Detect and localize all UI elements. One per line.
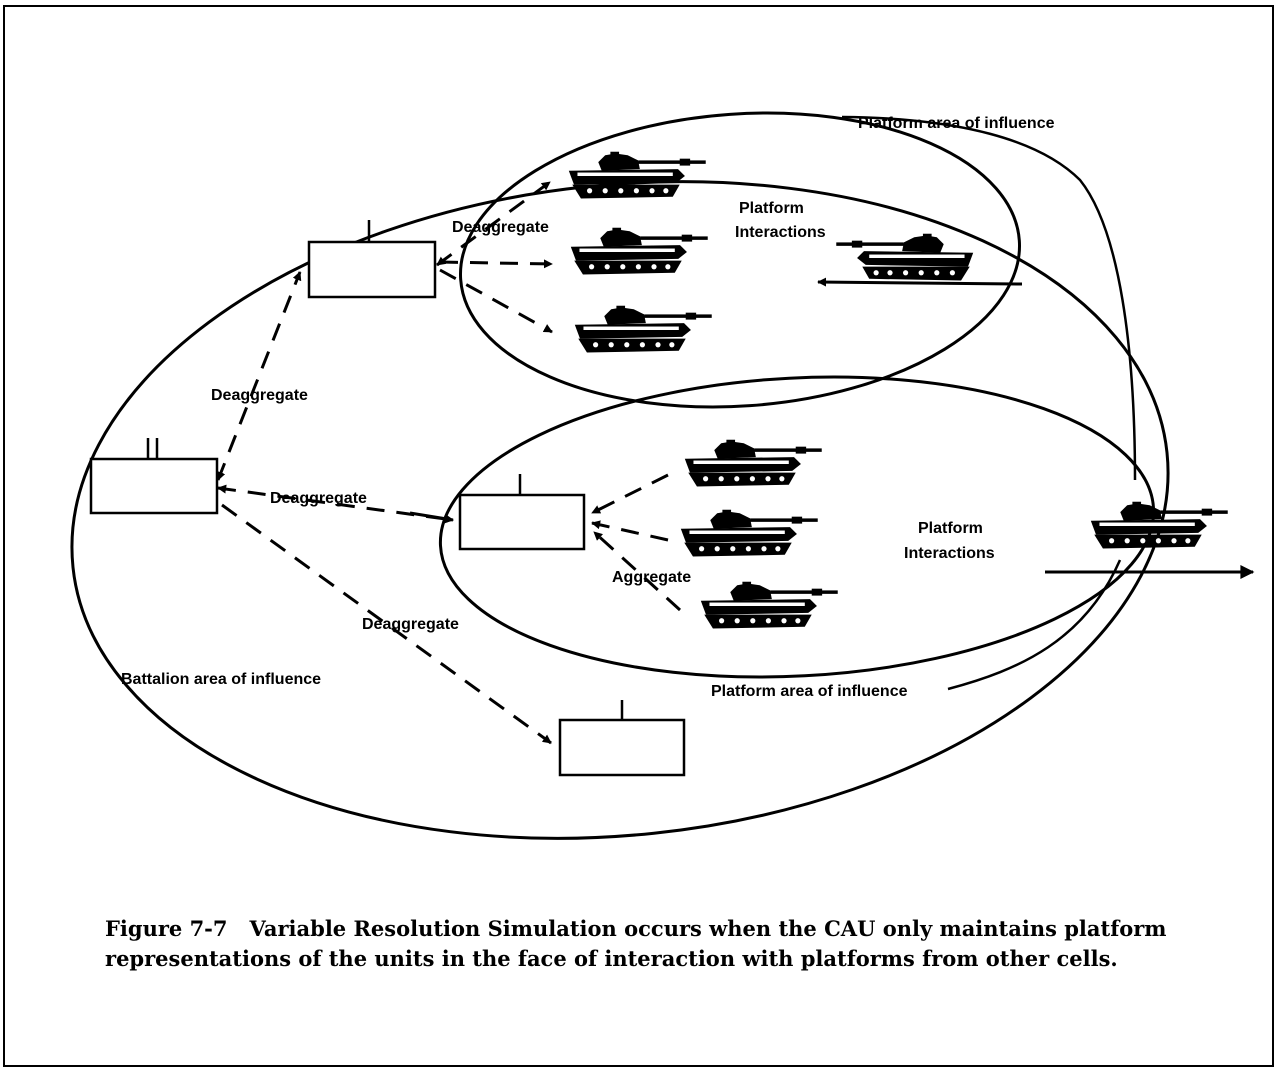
label-platform-interactions-bottom-2: Interactions [904,545,995,562]
arrow-top-tank3 [439,268,553,334]
tank-icon [684,439,822,487]
label-platform-interactions-top-1: Platform [739,200,804,217]
label-aggregate: Aggregate [612,569,691,586]
figure-caption: Figure 7-7 Variable Resolution Simulation… [105,914,1225,974]
figure-caption-text: occurs when the CAU only maintains platf… [105,916,1167,971]
figure-number: Figure 7-7 [105,916,228,941]
label-platform-area-bottom: Platform area of influence [711,683,908,700]
tank-icon [570,227,708,275]
label-deaggregate-lower: Deaggregate [362,616,459,633]
leader-line-bottom [947,559,1122,691]
label-battalion-area: Battalion area of influence [121,671,321,688]
tank-icon [568,151,706,199]
arrow-agg-tank2 [591,520,669,542]
unit-box-middle [458,474,586,551]
unit-box-lower [558,700,686,777]
arrow-stub-middle [409,511,454,524]
label-deaggregate-top: Deaggregate [452,219,549,236]
unit-box-battalion [89,438,219,515]
arrow-agg-tank3 [592,530,682,612]
tank-icon [574,305,712,353]
arrow-top-tank1 [436,180,551,267]
diagram-canvas: Platform area of influence Platform Inte… [70,111,1255,840]
tank-icon [700,581,838,629]
arrow-top-tank2 [439,259,553,269]
label-platform-interactions-top-2: Interactions [735,224,826,241]
label-platform-area-top: Platform area of influence [858,115,1055,132]
tank-icon [836,233,974,281]
unit-box-upper [307,220,437,299]
tank-icon [1090,501,1228,549]
platform-area-top-ellipse [458,111,1022,409]
tank-icon [680,509,818,557]
direction-arrow-left [817,277,1023,287]
label-deaggregate-middle: Deaggregate [270,490,367,507]
figure-title: Variable Resolution Simulation [249,916,617,941]
label-platform-interactions-bottom-1: Platform [918,520,983,537]
arrow-battalion-to-upper [216,271,302,481]
label-deaggregate-left: Deaggregate [211,387,308,404]
leader-line-top [841,115,1137,481]
arrow-agg-tank1 [591,473,669,515]
arrow-battalion-to-lower [221,503,552,745]
